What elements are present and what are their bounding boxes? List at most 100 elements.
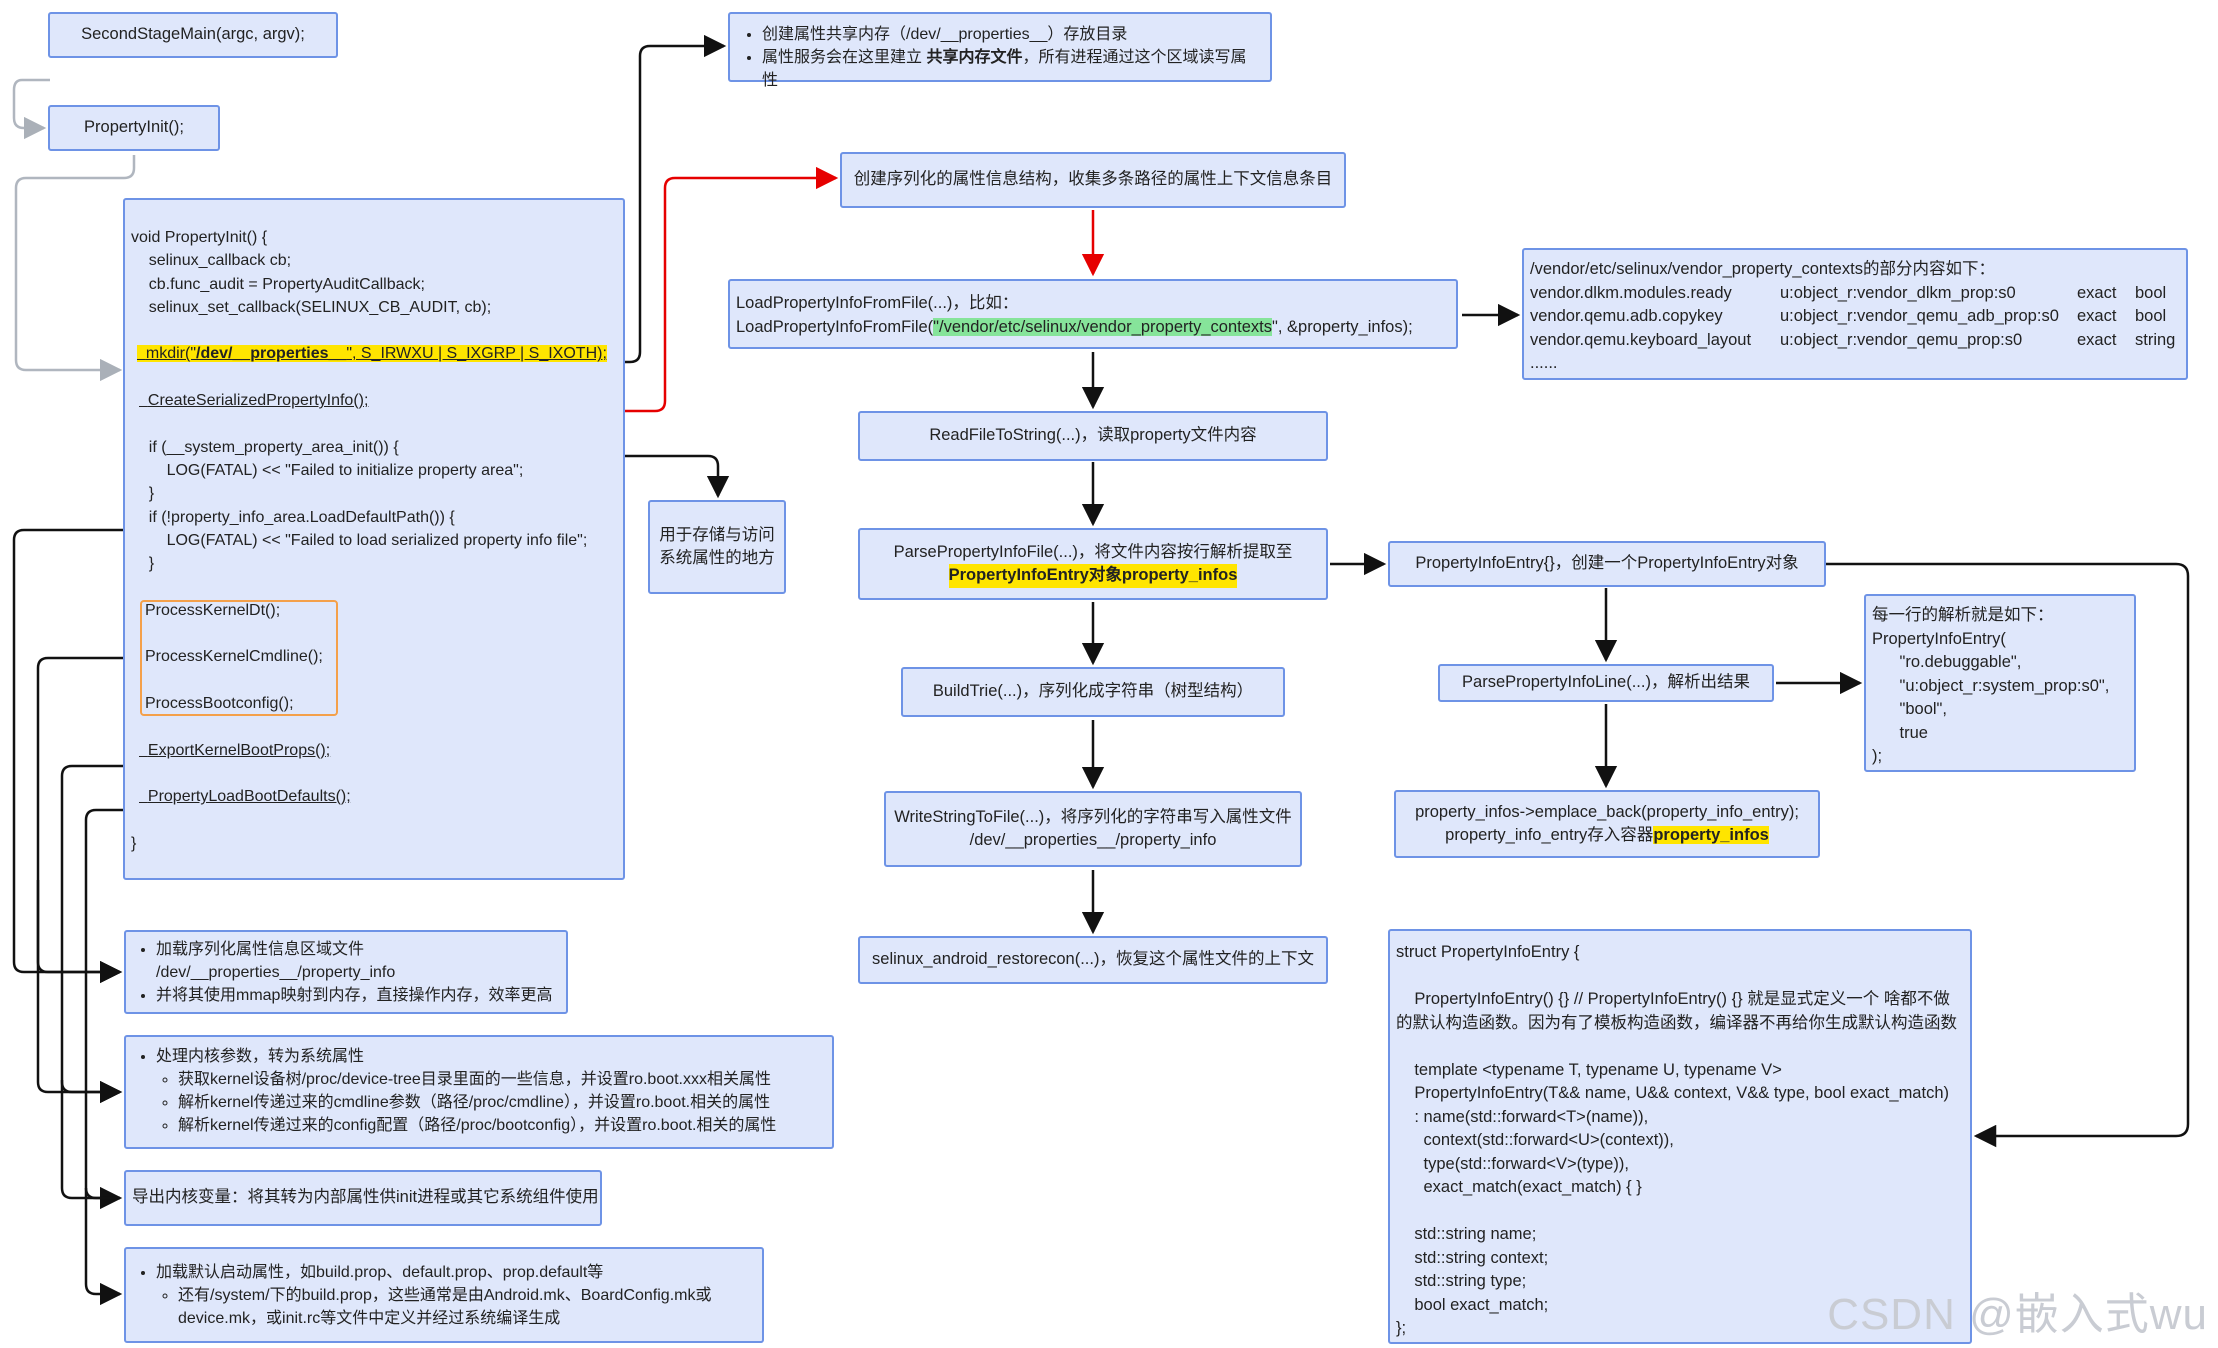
parse-file-node: ParsePropertyInfoFile(...)，将文件内容按行解析提取至 … bbox=[858, 528, 1328, 600]
code-line: void PropertyInit() { bbox=[131, 229, 268, 246]
kernel-params-note: 处理内核参数，转为系统属性 获取kernel设备树/proc/device-tr… bbox=[124, 1035, 834, 1149]
arrow-loaddefault-to-loadarea bbox=[12, 528, 490, 984]
example-line: PropertyInfoEntry( bbox=[1872, 629, 2006, 648]
struct-line: : name(std::forward<T>(name)), bbox=[1396, 1107, 1649, 1126]
struct-line: template <typename T, typename U, typena… bbox=[1396, 1060, 1782, 1079]
example-line: ); bbox=[1872, 747, 1883, 765]
struct-line: std::string name; bbox=[1396, 1225, 1537, 1243]
storage-line: 用于存储与访问 bbox=[659, 525, 775, 544]
entry-create-label: PropertyInfoEntry{}，创建一个PropertyInfoEntr… bbox=[1415, 554, 1799, 573]
struct-line: exact_match(exact_match) { } bbox=[1396, 1178, 1642, 1196]
emplace-line: property_info_entry存入容器property_infos bbox=[1445, 826, 1769, 844]
read-file-node: ReadFileToString(...)，读取property文件内容 bbox=[858, 411, 1328, 461]
write-file-line: /dev/__properties__/property_info bbox=[969, 831, 1217, 849]
arrow-areainit-to-storage bbox=[180, 454, 730, 499]
boot-defaults-note: 加载默认启动属性，如build.prop、default.prop、prop.d… bbox=[124, 1247, 764, 1343]
example-line: "bool", bbox=[1872, 700, 1948, 718]
arrow-mkdir-to-shm bbox=[600, 34, 727, 364]
shm-item: 创建属性共享内存（/dev/__properties__）存放目录 bbox=[762, 23, 1260, 46]
emplace-line: property_infos->emplace_back(property_in… bbox=[1415, 802, 1799, 821]
second-stage-main-label: SecondStageMain(argc, argv); bbox=[81, 25, 305, 44]
arrow-bootdefaults-to-exportbox bbox=[84, 1187, 120, 1200]
struct-definition-note: struct PropertyInfoEntry { PropertyInfoE… bbox=[1388, 929, 1972, 1344]
property-init-node: PropertyInit(); bbox=[48, 105, 220, 151]
struct-line: PropertyInfoEntry() {} // PropertyInfoEn… bbox=[1396, 990, 1950, 1008]
arrow-export-to-kernel bbox=[60, 764, 140, 1104]
parse-line1: ParsePropertyInfoFile(...)，将文件内容按行解析提取至 bbox=[893, 542, 1293, 561]
process-bootconfig-call: ProcessBootconfig(); bbox=[145, 694, 294, 712]
property-init-code-node: void PropertyInit() { selinux_callback c… bbox=[123, 198, 625, 880]
per-line-example-note: 每一行的解析就是如下： PropertyInfoEntry( "ro.debug… bbox=[1864, 594, 2136, 772]
struct-line: std::string type; bbox=[1396, 1272, 1527, 1290]
vendor-contexts-note: /vendor/etc/selinux/vendor_property_cont… bbox=[1522, 248, 2188, 380]
load-line: LoadPropertyInfoFromFile("/vendor/etc/se… bbox=[736, 317, 1413, 336]
watermark: CSDN @嵌入式wu bbox=[1827, 1290, 2208, 1339]
struct-line: }; bbox=[1396, 1319, 1407, 1337]
parse-line-node: ParsePropertyInfoLine(...)，解析出结果 bbox=[1438, 664, 1774, 702]
load-property-info-node: LoadPropertyInfoFromFile(...)，比如： LoadPr… bbox=[728, 279, 1458, 349]
arrow-create-to-serialize bbox=[370, 166, 839, 413]
code-line: cb.func_audit = PropertyAuditCallback; bbox=[131, 275, 425, 293]
storage-note: 用于存储与访问 系统属性的地方 bbox=[648, 500, 786, 594]
build-trie-node: BuildTrie(...)，序列化成字符串（树型结构） bbox=[901, 667, 1285, 717]
process-kernel-dt-call: ProcessKernelDt(); bbox=[145, 601, 281, 619]
property-init-label: PropertyInit(); bbox=[84, 118, 184, 137]
load-area-note: 加载序列化属性信息区域文件/dev/__properties__/propert… bbox=[124, 930, 568, 1014]
parse-line-label: ParsePropertyInfoLine(...)，解析出结果 bbox=[1462, 673, 1750, 692]
arrow-main-to-init bbox=[12, 78, 50, 140]
arrow-export-to-exportbox bbox=[60, 1080, 123, 1210]
build-trie-label: BuildTrie(...)，序列化成字符串（树型结构） bbox=[932, 682, 1254, 701]
restorecon-label: selinux_android_restorecon(...)，恢复这个属性文件… bbox=[872, 950, 1314, 969]
mkdir-call: mkdir("/dev/__properties__", S_IRWXU | S… bbox=[137, 345, 607, 363]
kernel-subitem: 解析kernel传递过来的cmdline参数（路径/proc/cmdline），… bbox=[178, 1091, 824, 1114]
code-line: if (!property_info_area.LoadDefaultPath(… bbox=[131, 508, 455, 526]
load-line: LoadPropertyInfoFromFile(...)，比如： bbox=[736, 294, 1019, 312]
code-line: selinux_set_callback(SELINUX_CB_AUDIT, c… bbox=[131, 298, 492, 316]
code-line: LOG(FATAL) << "Failed to load serialized… bbox=[131, 531, 588, 549]
kernel-subitem: 解析kernel传递过来的config配置（路径/proc/bootconfig… bbox=[178, 1114, 824, 1137]
restorecon-node: selinux_android_restorecon(...)，恢复这个属性文件… bbox=[858, 936, 1328, 984]
defaults-item: 加载默认启动属性，如build.prop、default.prop、prop.d… bbox=[156, 1261, 754, 1330]
struct-line: std::string context; bbox=[1396, 1248, 1549, 1267]
shm-item: 属性服务会在这里建立 共享内存文件，所有进程通过这个区域读写属性 bbox=[762, 46, 1260, 92]
kernel-process-group bbox=[140, 600, 338, 716]
struct-line: 的默认构造函数。因为有了模板构造函数，编译器不再给你生成默认构造函数 bbox=[1396, 1013, 1957, 1032]
code-line: } bbox=[131, 485, 155, 503]
kernel-item: 处理内核参数，转为系统属性 获取kernel设备树/proc/device-tr… bbox=[156, 1045, 824, 1137]
arrow-bootdefaults-to-defaults bbox=[84, 808, 140, 1306]
entry-create-node: PropertyInfoEntry{}，创建一个PropertyInfoEntr… bbox=[1388, 541, 1826, 587]
write-file-line: WriteStringToFile(...)，将序列化的字符串写入属性文件 bbox=[894, 807, 1292, 826]
example-line: 每一行的解析就是如下： bbox=[1872, 606, 2054, 624]
second-stage-main-node: SecondStageMain(argc, argv); bbox=[48, 12, 338, 58]
code-line: selinux_callback cb; bbox=[131, 252, 292, 270]
struct-line: struct PropertyInfoEntry { bbox=[1396, 943, 1580, 961]
struct-line: bool exact_match; bbox=[1396, 1295, 1549, 1314]
parse-line2: PropertyInfoEntry对象property_infos bbox=[948, 564, 1238, 588]
arrow-kernelgroup-to-loadarea bbox=[36, 656, 140, 984]
emplace-node: property_infos->emplace_back(property_in… bbox=[1394, 790, 1820, 858]
storage-line: 系统属性的地方 bbox=[659, 549, 775, 567]
write-file-node: WriteStringToFile(...)，将序列化的字符串写入属性文件 /d… bbox=[884, 791, 1302, 867]
load-area-item: 加载序列化属性信息区域文件/dev/__properties__/propert… bbox=[156, 938, 558, 984]
struct-line: PropertyInfoEntry(T&& name, U&& context,… bbox=[1396, 1084, 1949, 1102]
kernel-subitem: 获取kernel设备树/proc/device-tree目录里面的一些信息，并设… bbox=[178, 1068, 824, 1091]
shared-memory-note: 创建属性共享内存（/dev/__properties__）存放目录 属性服务会在… bbox=[728, 12, 1272, 89]
serialize-label: 创建序列化的属性信息结构，收集多条路径的属性上下文信息条目 bbox=[853, 170, 1333, 189]
example-line: "ro.debuggable", bbox=[1872, 653, 2022, 671]
create-serialized-call: CreateSerializedPropertyInfo(); bbox=[147, 392, 369, 410]
code-line: if (__system_property_area_init()) { bbox=[131, 438, 399, 456]
code-line: } bbox=[131, 834, 137, 852]
struct-line: type(std::forward<V>(type)), bbox=[1396, 1154, 1629, 1173]
example-line: true bbox=[1872, 723, 1928, 742]
arrow-kernelgroup-to-kernel bbox=[36, 880, 123, 1104]
process-kernel-cmdline-call: ProcessKernelCmdline(); bbox=[145, 648, 323, 666]
code-line: LOG(FATAL) << "Failed to initialize prop… bbox=[131, 461, 524, 479]
export-kernel-boot-props-call: ExportKernelBootProps(); bbox=[147, 741, 331, 759]
serialize-node: 创建序列化的属性信息结构，收集多条路径的属性上下文信息条目 bbox=[840, 152, 1346, 208]
vendor-more: ...... bbox=[1530, 354, 1558, 372]
